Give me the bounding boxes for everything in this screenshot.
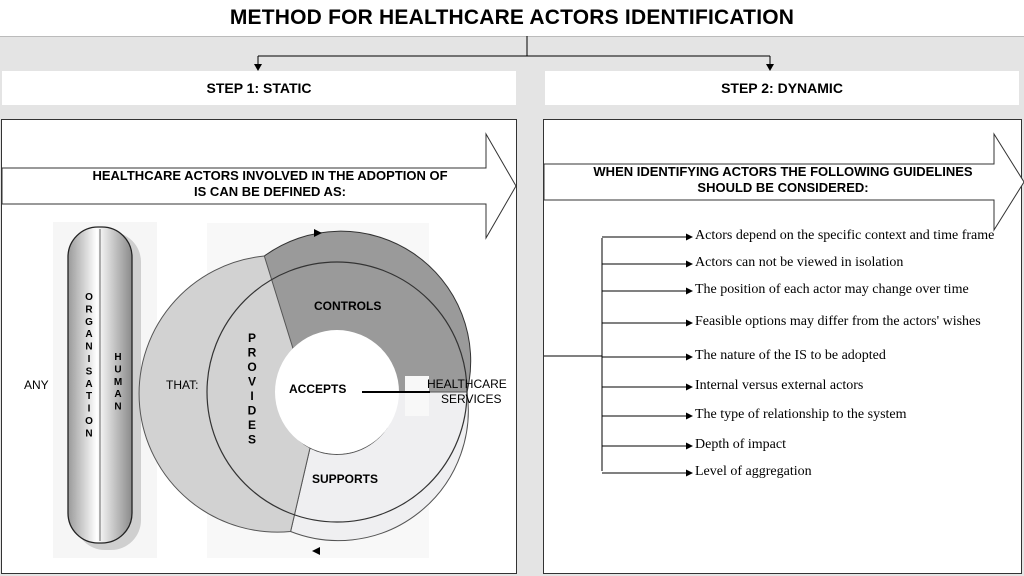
guideline-arrowhead — [686, 442, 693, 450]
provides-letter: E — [248, 418, 256, 432]
guideline-item: Actors can not be viewed in isolation — [695, 255, 904, 270]
provides-letter: O — [247, 360, 256, 374]
guideline-arrows — [602, 233, 693, 477]
guideline-item: The type of relationship to the system — [695, 407, 907, 422]
organisation-letter: G — [85, 317, 93, 328]
branch-left-arrowhead — [254, 64, 262, 71]
supports-label: SUPPORTS — [312, 472, 379, 486]
any-label: ANY — [24, 378, 49, 392]
human-letter: H — [114, 352, 121, 363]
guideline-item: Depth of impact — [695, 437, 786, 452]
ring-hole — [275, 330, 399, 454]
healthcare-services-line2: SERVICES — [441, 392, 502, 406]
guideline-arrowhead — [686, 412, 693, 420]
step1-label: STEP 1: STATIC — [206, 80, 312, 96]
ring-top-arrowhead — [314, 229, 322, 237]
accepts-label: ACCEPTS — [289, 382, 347, 396]
ring-bottom-arrowhead — [312, 547, 320, 555]
provides-letter: V — [248, 375, 256, 389]
that-label: THAT: — [166, 378, 199, 392]
provides-letter: S — [248, 433, 256, 447]
provides-letter: D — [248, 404, 257, 418]
organisation-letter: S — [86, 366, 93, 377]
guideline-arrowhead — [686, 383, 693, 391]
step2-header-text: WHEN IDENTIFYING ACTORS THE FOLLOWING GU… — [558, 164, 1008, 196]
guideline-arrowhead — [686, 469, 693, 477]
ring-outline — [206, 261, 468, 523]
step2-label: STEP 2: DYNAMIC — [721, 80, 843, 96]
guideline-item: Actors depend on the specific context an… — [695, 228, 995, 243]
organisation-letter: T — [86, 391, 92, 402]
branch-right-arrowhead — [766, 64, 774, 71]
organisation-letter: O — [85, 292, 93, 303]
guideline-item: The nature of the IS to be adopted — [695, 348, 886, 363]
guideline-arrowhead — [686, 233, 693, 241]
step2-header-arrow — [543, 132, 1024, 232]
outcome-label-backdrop — [405, 376, 429, 416]
organisation-letter: A — [85, 379, 92, 390]
guideline-item: Feasible options may differ from the act… — [695, 314, 981, 329]
human-letter: U — [114, 364, 121, 375]
step2-header-line1: WHEN IDENTIFYING ACTORS THE FOLLOWING GU… — [593, 164, 973, 179]
provides-letter: I — [250, 389, 253, 403]
step1-header-line2: IS CAN BE DEFINED AS: — [194, 184, 346, 199]
provides-letter: R — [248, 346, 257, 360]
step1-label-box: STEP 1: STATIC — [2, 71, 516, 105]
guideline-arrowhead — [686, 353, 693, 361]
organisation-letter: O — [85, 416, 93, 427]
step1-header-arrow — [1, 132, 517, 240]
guideline-arrowhead — [686, 287, 693, 295]
organisation-letter: R — [85, 304, 93, 315]
human-letter: M — [114, 377, 122, 388]
step1-header-line1: HEALTHCARE ACTORS INVOLVED IN THE ADOPTI… — [92, 168, 448, 183]
guideline-arrowhead — [686, 319, 693, 327]
diagram-title-box: METHOD FOR HEALTHCARE ACTORS IDENTIFICAT… — [0, 0, 1024, 37]
human-letter: N — [114, 402, 121, 413]
guideline-item: The position of each actor may change ov… — [695, 282, 969, 297]
step1-header-text: HEALTHCARE ACTORS INVOLVED IN THE ADOPTI… — [40, 168, 500, 200]
step2-header-line2: SHOULD BE CONSIDERED: — [697, 180, 869, 195]
organisation-letter: A — [85, 329, 92, 340]
step2-label-box: STEP 2: DYNAMIC — [545, 71, 1019, 105]
guideline-item: Level of aggregation — [695, 464, 812, 479]
organisation-letter: N — [85, 428, 92, 439]
guideline-item: Internal versus external actors — [695, 378, 864, 393]
healthcare-services-label: HEALTHCARE SERVICES — [427, 377, 507, 407]
controls-label: CONTROLS — [314, 299, 382, 313]
diagram-title: METHOD FOR HEALTHCARE ACTORS IDENTIFICAT… — [229, 6, 795, 29]
provides-letter: P — [248, 331, 256, 345]
organisation-letter: I — [88, 404, 91, 415]
healthcare-services-line1: HEALTHCARE — [427, 377, 507, 391]
guideline-arrowhead — [686, 260, 693, 268]
organisation-letter: I — [88, 354, 91, 365]
human-letter: A — [114, 389, 121, 400]
organisation-letter: N — [85, 342, 92, 353]
